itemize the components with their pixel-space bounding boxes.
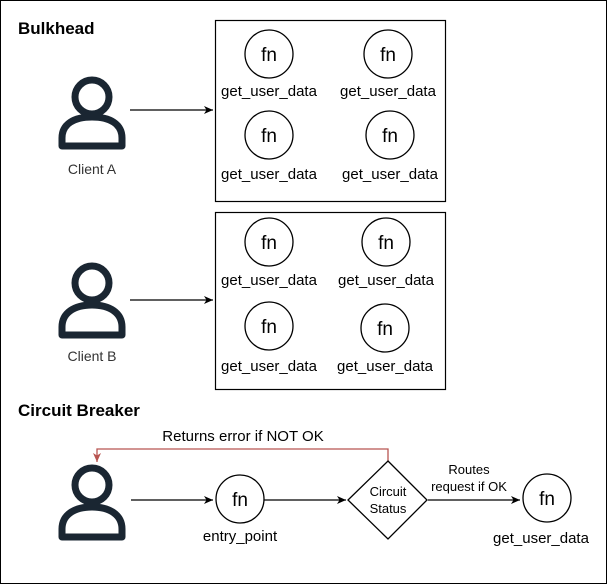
pool-a-fn-3: fn get_user_data <box>221 110 318 183</box>
fn-label: get_user_data <box>221 272 318 289</box>
fn-circle <box>244 29 294 79</box>
target-label: get_user_data <box>493 530 590 547</box>
pool-a-fn-2: fn get_user_data <box>340 29 437 100</box>
fn-label: get_user_data <box>221 166 318 183</box>
fn-circle <box>360 303 410 353</box>
fn-symbol: fn <box>261 126 277 147</box>
fn-symbol: fn <box>261 317 277 338</box>
error-return-arrow <box>93 448 389 462</box>
fn-label: get_user_data <box>342 166 439 183</box>
routes-label-line2: request if OK <box>431 479 507 494</box>
fn-circle <box>361 217 411 267</box>
client-a-label: Client A <box>68 161 117 177</box>
pool-a-box <box>214 19 447 203</box>
fn-label: get_user_data <box>337 358 434 375</box>
return-error-label: Returns error if NOT OK <box>162 428 323 445</box>
circuit-breaker-title: Circuit Breaker <box>18 401 140 420</box>
circuit-status-decision: Circuit Status <box>347 460 428 540</box>
fn-symbol: fn <box>232 490 248 511</box>
fn-circle <box>365 110 415 160</box>
fn-label: get_user_data <box>221 358 318 375</box>
fn-symbol: fn <box>382 126 398 147</box>
fn-circle <box>244 110 294 160</box>
pool-b-fn-3: fn get_user_data <box>221 301 318 375</box>
pool-b-box <box>214 211 447 391</box>
fn-symbol: fn <box>539 489 555 510</box>
circuit-status-line1: Circuit <box>370 484 407 499</box>
client-b-label: Client B <box>67 348 116 364</box>
entry-point-label: entry_point <box>203 528 278 545</box>
circuit-status-line2: Status <box>370 501 407 516</box>
routes-label-line1: Routes <box>448 462 490 477</box>
fn-circle <box>215 474 265 524</box>
bulkhead-title: Bulkhead <box>18 19 95 38</box>
fn-symbol: fn <box>380 45 396 66</box>
fn-circle <box>363 29 413 79</box>
fn-label: get_user_data <box>221 83 318 100</box>
client-a-person-icon <box>58 76 126 150</box>
fn-circle <box>244 217 294 267</box>
fn-symbol: fn <box>377 319 393 340</box>
fn-circle <box>244 301 294 351</box>
fn-symbol: fn <box>261 233 277 254</box>
decision-diamond <box>347 460 428 540</box>
fn-symbol: fn <box>261 45 277 66</box>
pool-a-fn-1: fn get_user_data <box>221 29 318 100</box>
client-b-person-icon <box>58 262 126 339</box>
fn-label: get_user_data <box>338 272 435 289</box>
entry-point-node: fn entry_point <box>203 474 278 545</box>
pool-a-fn-4: fn get_user_data <box>342 110 439 183</box>
cb-client-person-icon <box>58 464 126 541</box>
fn-symbol: fn <box>378 233 394 254</box>
fn-label: get_user_data <box>340 83 437 100</box>
pool-b-fn-2: fn get_user_data <box>338 217 435 289</box>
pool-b-fn-1: fn get_user_data <box>221 217 318 289</box>
target-get-user-data-node: fn get_user_data <box>493 473 590 547</box>
fn-circle <box>522 473 572 523</box>
pool-b-fn-4: fn get_user_data <box>337 303 434 375</box>
